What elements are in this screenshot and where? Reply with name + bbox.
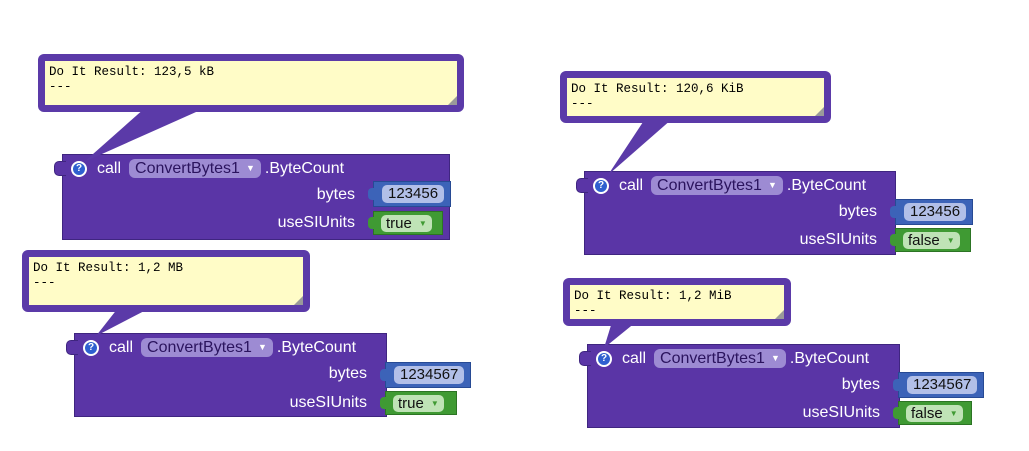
resize-grip-icon[interactable] — [448, 96, 457, 105]
bytes-label: bytes — [841, 376, 880, 393]
chevron-down-icon: ▼ — [767, 180, 777, 190]
chevron-down-icon: ▼ — [245, 163, 255, 173]
usesiunits-label: useSIUnits — [802, 404, 880, 421]
call-label: call — [97, 159, 122, 177]
usesiunits-label: useSIUnits — [277, 214, 355, 231]
component-dropdown[interactable]: ConvertBytes1 ▼ — [651, 176, 783, 195]
chevron-down-icon: ▼ — [430, 398, 439, 408]
usesiunits-dropdown[interactable]: true ▼ — [381, 214, 432, 232]
component-name: ConvertBytes1 — [147, 339, 252, 356]
usesiunits-value: false — [911, 404, 943, 422]
component-dropdown[interactable]: ConvertBytes1 ▼ — [141, 338, 273, 357]
usesiunits-socket[interactable]: false ▼ — [890, 228, 971, 252]
chevron-down-icon: ▼ — [418, 218, 427, 228]
output-connector — [576, 178, 588, 193]
bytes-socket[interactable]: 123456 — [890, 199, 973, 225]
usesiunits-dropdown[interactable]: false ▼ — [903, 231, 960, 249]
call-block-convertbytes[interactable]: ? call ConvertBytes1 ▼ .ByteCount bytes … — [66, 333, 471, 417]
chevron-down-icon: ▼ — [949, 408, 958, 418]
bytes-label: bytes — [838, 203, 877, 220]
call-label: call — [109, 338, 134, 356]
component-name: ConvertBytes1 — [657, 177, 762, 194]
bytes-value-field[interactable]: 123456 — [382, 185, 445, 203]
result-text: Do It Result: 123,5 kB --- — [45, 61, 457, 105]
help-icon[interactable]: ? — [83, 339, 99, 356]
usesiunits-value: true — [386, 214, 412, 232]
resize-grip-icon[interactable] — [775, 310, 784, 319]
result-text: Do It Result: 120,6 KiB --- — [567, 78, 824, 116]
method-label: .ByteCount — [786, 176, 867, 194]
bytes-value-field[interactable]: 1234567 — [907, 376, 978, 394]
output-connector — [66, 340, 78, 355]
call-label: call — [622, 349, 647, 367]
bytes-value-field[interactable]: 1234567 — [394, 366, 465, 384]
usesiunits-label: useSIUnits — [289, 394, 367, 411]
call-block-convertbytes[interactable]: ? call ConvertBytes1 ▼ .ByteCount bytes … — [576, 171, 973, 255]
component-name: ConvertBytes1 — [135, 160, 240, 177]
result-bubble: Do It Result: 1,2 MB --- — [22, 250, 310, 312]
usesiunits-label: useSIUnits — [799, 231, 877, 248]
usesiunits-value: true — [398, 394, 424, 412]
output-connector — [54, 161, 66, 176]
bytes-socket[interactable]: 123456 — [368, 181, 451, 207]
usesiunits-socket[interactable]: false ▼ — [893, 401, 972, 425]
chevron-down-icon: ▼ — [257, 342, 267, 352]
call-block-convertbytes[interactable]: ? call ConvertBytes1 ▼ .ByteCount bytes … — [54, 154, 451, 240]
call-block-convertbytes[interactable]: ? call ConvertBytes1 ▼ .ByteCount bytes … — [579, 344, 984, 428]
result-bubble: Do It Result: 120,6 KiB --- — [560, 71, 831, 123]
resize-grip-icon[interactable] — [815, 107, 824, 116]
result-text: Do It Result: 1,2 MiB --- — [570, 285, 784, 319]
usesiunits-socket[interactable]: true ▼ — [380, 391, 457, 415]
bytes-label: bytes — [316, 186, 355, 203]
usesiunits-dropdown[interactable]: false ▼ — [906, 404, 963, 422]
result-bubble: Do It Result: 1,2 MiB --- — [563, 278, 791, 326]
component-dropdown[interactable]: ConvertBytes1 ▼ — [129, 159, 261, 178]
bytes-value-field[interactable]: 123456 — [904, 203, 967, 221]
component-name: ConvertBytes1 — [660, 350, 765, 367]
help-icon[interactable]: ? — [71, 160, 87, 177]
usesiunits-dropdown[interactable]: true ▼ — [393, 394, 444, 412]
bytes-label: bytes — [328, 365, 367, 382]
method-label: .ByteCount — [276, 338, 357, 356]
method-label: .ByteCount — [789, 349, 870, 367]
component-dropdown[interactable]: ConvertBytes1 ▼ — [654, 349, 786, 368]
result-bubble: Do It Result: 123,5 kB --- — [38, 54, 464, 112]
method-label: .ByteCount — [264, 159, 345, 177]
call-label: call — [619, 176, 644, 194]
result-text: Do It Result: 1,2 MB --- — [29, 257, 303, 305]
usesiunits-value: false — [908, 231, 940, 249]
help-icon[interactable]: ? — [596, 350, 612, 367]
output-connector — [579, 351, 591, 366]
resize-grip-icon[interactable] — [294, 296, 303, 305]
chevron-down-icon: ▼ — [946, 235, 955, 245]
bytes-socket[interactable]: 1234567 — [380, 362, 471, 388]
help-icon[interactable]: ? — [593, 177, 609, 194]
usesiunits-socket[interactable]: true ▼ — [368, 211, 443, 235]
bytes-socket[interactable]: 1234567 — [893, 372, 984, 398]
chevron-down-icon: ▼ — [770, 353, 780, 363]
